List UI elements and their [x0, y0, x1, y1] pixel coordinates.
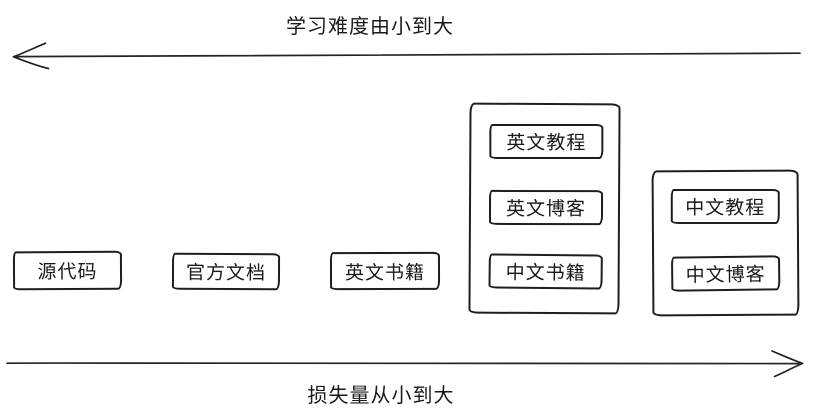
node-chinese-blogs: 中文博客 — [670, 255, 781, 292]
group-chinese-resources: 中文教程 中文博客 — [651, 169, 800, 317]
axis-arrow-left-icon — [12, 42, 801, 70]
node-chinese-tutorials: 中文教程 — [670, 188, 780, 225]
node-source-code: 源代码 — [12, 250, 123, 291]
node-label: 中文博客 — [685, 264, 766, 287]
node-english-tutorials: 英文教程 — [489, 123, 604, 160]
node-label: 官方文档 — [185, 262, 267, 285]
node-label: 中文教程 — [685, 197, 766, 220]
axis-arrow-right-icon — [6, 350, 804, 378]
node-label: 中文书籍 — [505, 262, 586, 285]
node-chinese-books: 中文书籍 — [488, 253, 603, 290]
node-label: 英文书籍 — [344, 262, 426, 284]
node-official-docs: 官方文档 — [171, 252, 281, 291]
node-label: 英文教程 — [506, 132, 587, 155]
bottom-axis-label: 损失量从小到大 — [307, 385, 455, 407]
node-label: 源代码 — [37, 261, 98, 284]
node-label: 英文博客 — [505, 198, 587, 221]
node-english-blogs: 英文博客 — [488, 189, 604, 226]
top-axis-label: 学习难度由小到大 — [286, 16, 454, 38]
group-english-resources: 英文教程 英文博客 中文书籍 — [468, 102, 621, 315]
node-english-books: 英文书籍 — [329, 251, 441, 291]
